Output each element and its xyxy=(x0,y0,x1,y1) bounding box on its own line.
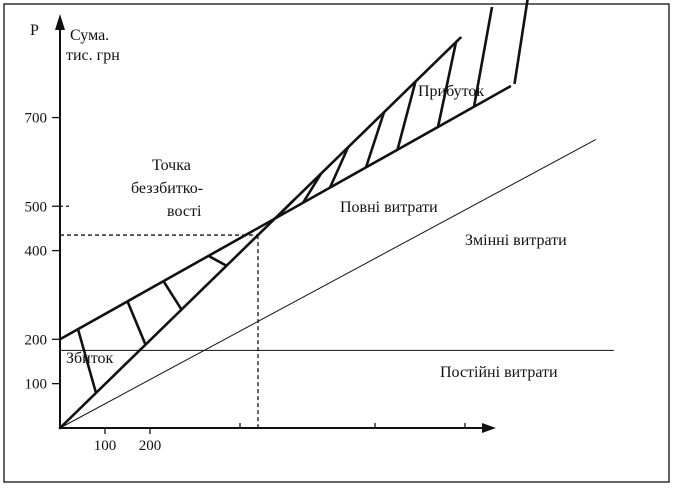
hatch-tick-profit-7 xyxy=(472,6,494,107)
tick-labels: 100 200 400 500 700 100 200 xyxy=(25,111,162,454)
x-tick-label-100: 100 xyxy=(94,438,117,454)
hatch-tick-profit-6 xyxy=(436,41,458,128)
hatch-tick-profit-1 xyxy=(275,199,295,219)
break-even-label-line-1: Точка xyxy=(152,157,191,174)
y-tick-label-700: 700 xyxy=(25,111,48,127)
y-tick-label-100: 100 xyxy=(25,377,48,393)
series-lines xyxy=(58,36,614,430)
fixed-costs-label: Постійні витрати xyxy=(440,364,558,381)
hatch-tick-profit-5 xyxy=(396,81,417,151)
variable-costs-label: Змінні витрати xyxy=(465,232,567,249)
axis-ticks xyxy=(52,116,466,434)
hatch-tick-loss-4 xyxy=(207,254,228,267)
hatch-tick-profit-4 xyxy=(364,111,386,168)
y-axis-label-line-2: тис. грн xyxy=(66,47,120,64)
chart-frame xyxy=(3,3,670,483)
hatching-marks xyxy=(76,0,529,394)
series-line-revenue xyxy=(58,36,462,430)
hatch-tick-profit-3 xyxy=(328,146,350,189)
profit-region-label: Прибуток xyxy=(418,83,484,100)
y-axis-arrow xyxy=(55,14,65,30)
x-axis-arrow xyxy=(482,423,496,433)
break-even-guides xyxy=(60,205,259,428)
y-tick-label-200: 200 xyxy=(25,332,48,348)
hatch-tick-profit-2 xyxy=(301,172,323,204)
axes xyxy=(55,14,496,433)
y-axis-label-line-1: Сума. xyxy=(70,27,109,44)
hatch-tick-profit-8 xyxy=(513,0,529,85)
series-line-total_costs xyxy=(58,85,512,341)
series-line-variable_costs xyxy=(59,139,596,429)
break-even-label-line-3: вості xyxy=(167,203,202,220)
x-tick-label-200: 200 xyxy=(139,438,162,454)
y-tick-label-400: 400 xyxy=(25,244,48,260)
total-costs-label: Повні витрати xyxy=(340,199,438,216)
y-axis-symbol: P xyxy=(30,22,39,39)
y-tick-label-500: 500 xyxy=(25,199,48,215)
hatch-tick-loss-3 xyxy=(162,280,183,311)
break-even-label-line-2: беззбитко- xyxy=(131,180,203,197)
hatch-tick-loss-1 xyxy=(76,328,98,394)
loss-region-label: Збиток xyxy=(66,350,114,367)
hatch-tick-loss-2 xyxy=(126,300,147,346)
